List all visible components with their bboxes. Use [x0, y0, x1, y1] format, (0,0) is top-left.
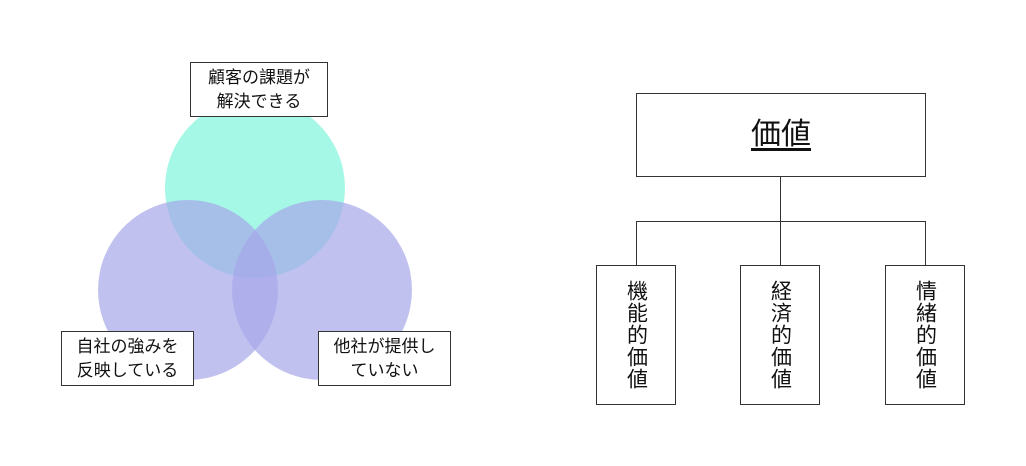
tree-connector-horizontal: [636, 221, 926, 222]
tree-child-label: 経済的価値: [768, 280, 793, 390]
tree-child-label: 機能的価値: [624, 280, 649, 390]
venn-label-differentiation: 他社が提供し ていない: [318, 331, 451, 386]
venn-label-line: 顧客の課題が: [208, 67, 310, 88]
tree-child-emotional: 情緒的価値: [885, 265, 965, 405]
tree-connector-right: [925, 221, 926, 265]
venn-label-line: 反映している: [76, 360, 179, 381]
tree-child-label: 情緒的価値: [913, 280, 938, 390]
venn-label-line: 他社が提供し: [333, 336, 436, 357]
tree-root-box: 価値: [636, 93, 926, 177]
tree-child-economic: 経済的価値: [740, 265, 820, 405]
tree-connector-left: [636, 221, 637, 265]
venn-label-line: 自社の強みを: [76, 336, 179, 357]
venn-label-strength: 自社の強みを 反映している: [61, 331, 194, 386]
tree-root-label: 価値: [751, 117, 811, 152]
tree-child-functional: 機能的価値: [596, 265, 676, 405]
tree-connector-center: [780, 221, 781, 265]
tree-connector-root: [780, 177, 781, 222]
venn-label-line: 解決できる: [216, 91, 302, 112]
venn-label-line: ていない: [350, 360, 419, 381]
venn-label-customer: 顧客の課題が 解決できる: [190, 62, 328, 117]
venn-diagram: [98, 98, 412, 380]
